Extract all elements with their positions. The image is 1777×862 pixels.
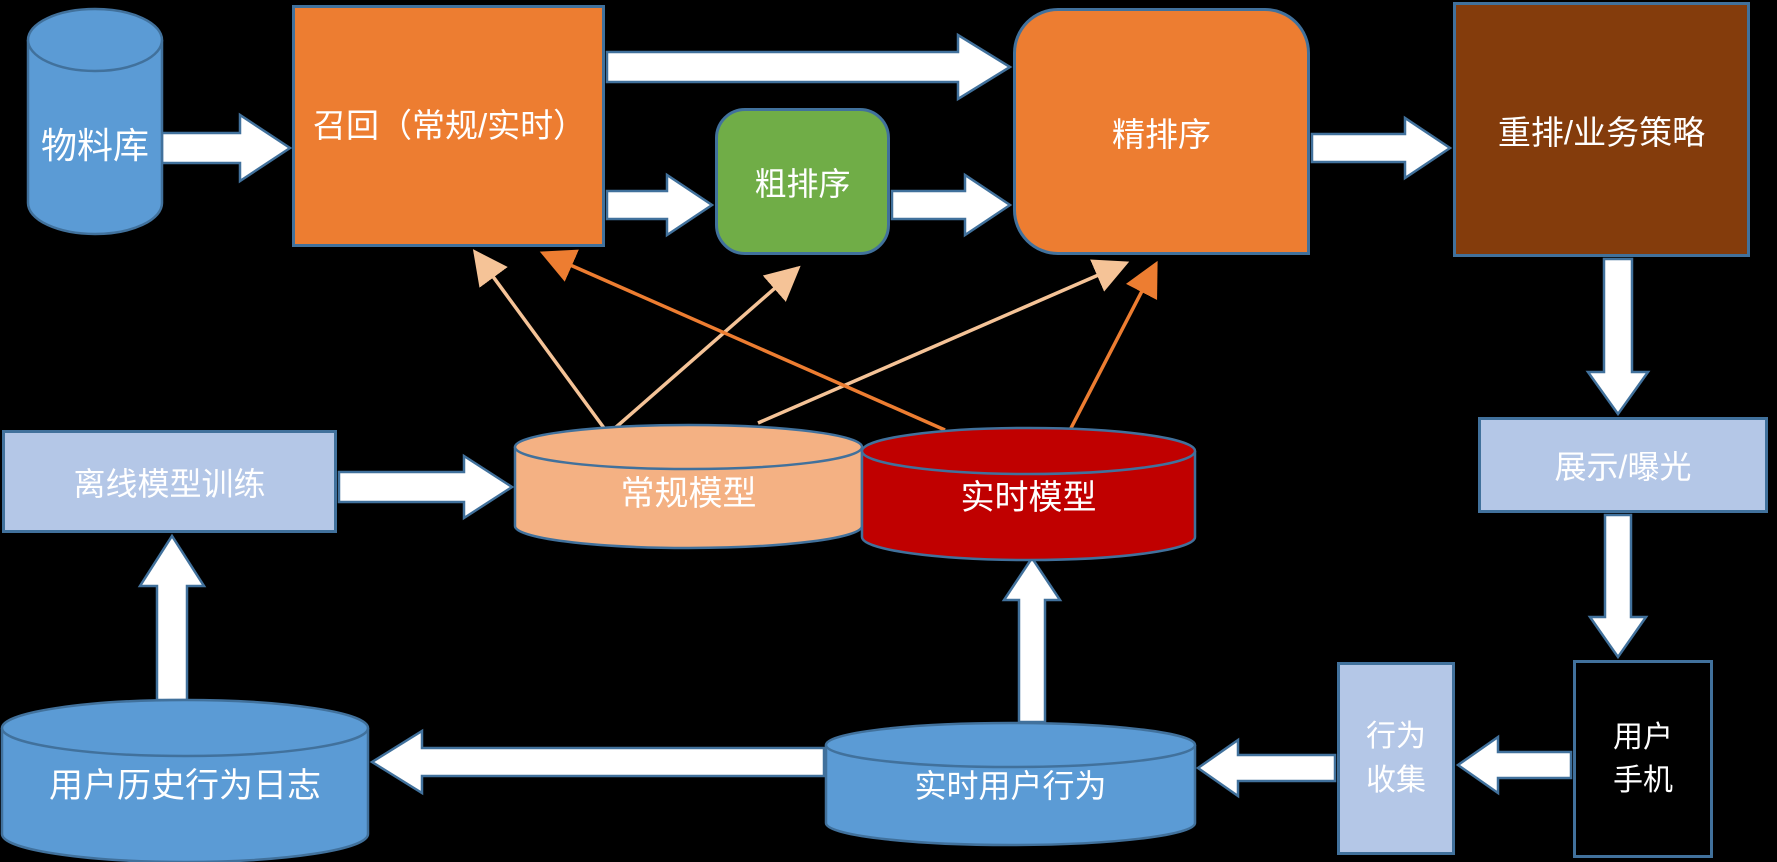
arrow-history-log-to-offline-training (137, 533, 207, 702)
arrow-regular-model-to-fine-rank (757, 259, 1130, 425)
arrow-realtime-model-to-fine-rank (1068, 260, 1158, 431)
node-recall: 召回（常规/实时） (292, 5, 605, 247)
realtime-behavior-cylinder (824, 721, 1197, 847)
regular-model-cylinder (513, 423, 864, 550)
node-user-phone: 用户手机 (1573, 660, 1713, 858)
realtime-model-cylinder (860, 426, 1197, 562)
behavior-collect-label: 行为收集 (1366, 720, 1426, 797)
arrow-rerank-to-display (1585, 257, 1651, 417)
arrow-phone-to-collect (1455, 734, 1573, 796)
node-behavior-collect: 行为收集 (1337, 662, 1455, 855)
node-display-exposure: 展示/曝光 (1478, 417, 1768, 513)
arrow-regular-model-to-recall (472, 249, 606, 430)
arrow-collect-to-realtime-behavior (1195, 737, 1337, 799)
arrow-recall-to-fine-rank (605, 32, 1013, 102)
arrow-display-to-phone (1587, 513, 1649, 660)
arrow-recall-to-coarse-rank (605, 172, 715, 238)
node-coarse-rank: 粗排序 (715, 108, 890, 255)
node-rerank-strategy: 重排/业务策略 (1453, 2, 1750, 257)
user-phone-label: 用户手机 (1613, 720, 1673, 798)
arrow-fine-rank-to-rerank (1310, 115, 1453, 181)
arrow-realtime-behavior-to-realtime-model (1001, 555, 1063, 724)
arrow-realtime-behavior-to-history-log (369, 728, 826, 796)
arrow-coarse-to-fine-rank (890, 172, 1013, 238)
arrow-material-to-recall (160, 112, 293, 184)
material-store-cylinder (26, 7, 164, 236)
arrow-realtime-model-to-recall (539, 249, 946, 432)
arrow-offline-training-to-regular-model (337, 453, 515, 521)
arrow-regular-model-to-coarse-rank (613, 265, 801, 430)
node-offline-training: 离线模型训练 (2, 430, 337, 533)
node-fine-rank: 精排序 (1013, 8, 1310, 255)
history-log-cylinder (0, 698, 370, 862)
